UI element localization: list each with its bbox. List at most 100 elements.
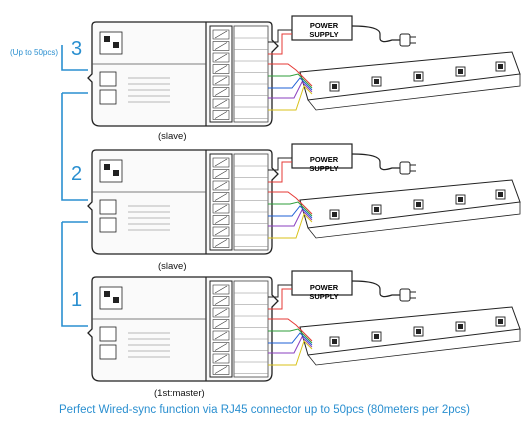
- screw-slot: [214, 285, 228, 294]
- screw-slot: [214, 204, 228, 213]
- screw-slot: [214, 42, 228, 50]
- dip-key: [113, 297, 119, 303]
- dip-key: [113, 42, 119, 48]
- screw-slot: [214, 111, 228, 119]
- dip-key: [104, 164, 110, 170]
- screw-slot: [214, 158, 228, 167]
- strip-wire: [268, 318, 313, 342]
- screw-slot: [214, 354, 228, 363]
- strip-wire: [268, 191, 313, 215]
- led-chip-core: [416, 329, 421, 334]
- rj45-port-out: [99, 89, 117, 105]
- strip-wire: [268, 81, 313, 99]
- screw-slot: [214, 343, 228, 351]
- screw-slot: [214, 65, 228, 73]
- strip-wire: [268, 328, 313, 344]
- plug: [399, 33, 411, 47]
- led-chip-core: [498, 192, 503, 197]
- screw-slot: [214, 181, 228, 190]
- screw-slot: [214, 227, 228, 236]
- dc-wire: [268, 284, 292, 298]
- plug: [399, 161, 411, 175]
- unit-3: [87, 15, 521, 127]
- screw-slot: [214, 216, 228, 224]
- strip-wire: [268, 85, 313, 111]
- terminal-housing: [233, 25, 269, 123]
- led-chip-core: [498, 319, 503, 324]
- dip-key: [113, 170, 119, 176]
- screw-slot: [214, 331, 228, 340]
- strip-wire: [268, 209, 313, 227]
- strip-wire: [268, 201, 313, 217]
- strip-wire: [268, 336, 313, 354]
- led-chip-core: [458, 69, 463, 74]
- unit-index-2: 2: [71, 163, 83, 185]
- power-supply: [291, 143, 353, 169]
- led-chip-core: [498, 64, 503, 69]
- dip-key: [104, 291, 110, 297]
- power-supply: [291, 270, 353, 296]
- strip-wire: [268, 63, 313, 87]
- strip-wire: [268, 332, 313, 346]
- rj45-port-in: [99, 326, 117, 342]
- strip-wire: [268, 213, 313, 239]
- led-chip-core: [374, 207, 379, 212]
- sync-bracket: [61, 45, 88, 327]
- power-cable: [351, 280, 400, 298]
- dc-wire-red: [268, 161, 292, 183]
- screw-slot: [214, 88, 228, 96]
- unit-2: [87, 143, 521, 255]
- screw-slot: [214, 170, 228, 178]
- side-note: (Up to 50pcs): [10, 48, 59, 57]
- strip-wire: [268, 205, 313, 219]
- led-chip-core: [332, 84, 337, 89]
- terminal-housing: [233, 153, 269, 251]
- led-chip-core: [374, 334, 379, 339]
- screw-slot: [214, 320, 228, 328]
- screw-slot: [214, 297, 228, 305]
- dc-wire-red: [268, 288, 292, 310]
- dc-wire-red: [268, 33, 292, 55]
- screw-slot: [214, 308, 228, 317]
- strip-wire: [268, 77, 313, 91]
- power-cable: [351, 25, 400, 43]
- led-strip: [299, 179, 521, 229]
- power-cable: [351, 153, 400, 171]
- strip-wire: [268, 340, 313, 366]
- rj45-port-out: [99, 217, 117, 233]
- led-chip-core: [332, 339, 337, 344]
- led-chip-core: [374, 79, 379, 84]
- caption: Perfect Wired-sync function via RJ45 con…: [59, 404, 470, 416]
- role-label-2: (slave): [158, 261, 187, 272]
- led-strip: [299, 306, 521, 356]
- unit-index-3: 3: [71, 38, 83, 60]
- led-chip-core: [416, 202, 421, 207]
- rj45-port-in: [99, 71, 117, 87]
- screw-slot: [214, 30, 228, 39]
- plug: [399, 288, 411, 302]
- dc-wire: [268, 29, 292, 43]
- led-chip-core: [416, 74, 421, 79]
- rj45-port-in: [99, 199, 117, 215]
- rj45-port-out: [99, 344, 117, 360]
- unit-1: [87, 270, 521, 382]
- power-supply: [291, 15, 353, 41]
- led-chip-core: [458, 197, 463, 202]
- dc-wire: [268, 157, 292, 171]
- terminal-housing: [233, 280, 269, 378]
- role-label-1: (1st:master): [154, 388, 205, 399]
- led-chip-core: [458, 324, 463, 329]
- screw-slot: [214, 366, 228, 374]
- screw-slot: [214, 193, 228, 201]
- screw-slot: [214, 53, 228, 62]
- led-strip-edge: [307, 329, 521, 366]
- screw-slot: [214, 99, 228, 108]
- led-strip: [299, 51, 521, 101]
- role-label-3: (slave): [158, 131, 187, 142]
- led-strip-edge: [307, 74, 521, 111]
- led-chip-core: [332, 212, 337, 217]
